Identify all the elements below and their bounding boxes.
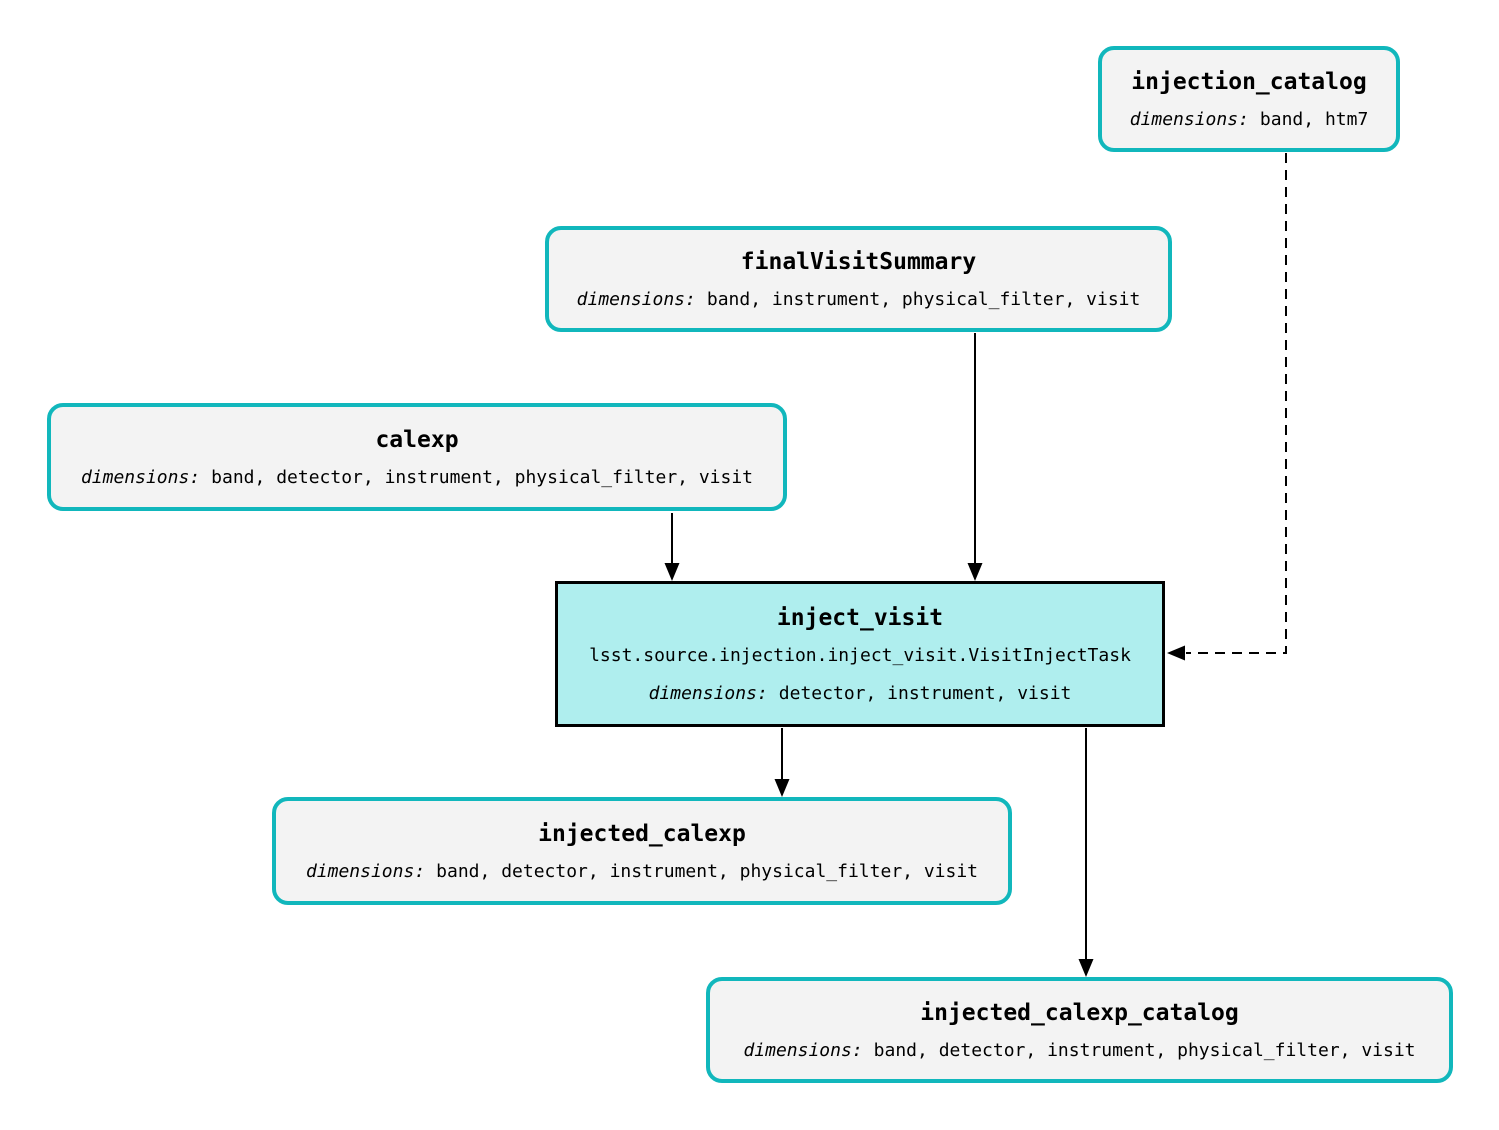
dimensions-label: dimensions: <box>80 467 201 488</box>
node-title: injected_calexp <box>538 821 746 847</box>
dimensions-line: dimensions: band, instrument, physical_fi… <box>577 286 1141 314</box>
edge-calexp-to-inject-visit <box>664 513 680 581</box>
dataset-node-injected-calexp: injected_calexp dimensions: band, detecto… <box>272 797 1012 905</box>
arrowhead-icon <box>1167 645 1185 661</box>
dataset-node-injected-calexp-catalog: injected_calexp_catalog dimensions: band,… <box>706 977 1453 1083</box>
dimensions-value: detector, instrument, visit <box>778 683 1072 704</box>
dimensions-label: dimensions: <box>648 683 768 704</box>
dimensions-label: dimensions: <box>576 289 696 310</box>
dataset-node-finalvisitsummary: finalVisitSummary dimensions: band, instr… <box>545 226 1172 332</box>
dimensions-value: band, detector, instrument, physical_fil… <box>211 467 754 488</box>
task-node-inject-visit: inject_visit lsst.source.injection.injec… <box>555 581 1165 727</box>
node-title: inject_visit <box>776 605 944 631</box>
node-title: injected_calexp_catalog <box>920 1000 1239 1026</box>
dimensions-line: dimensions: band, detector, instrument, p… <box>306 858 978 886</box>
task-class: lsst.source.injection.inject_visit.Visit… <box>589 645 1131 666</box>
arrowhead-icon <box>774 779 790 797</box>
arrowhead-icon <box>967 563 983 581</box>
dataset-node-calexp: calexp dimensions: band, detector, instru… <box>47 403 787 511</box>
dimensions-label: dimensions: <box>1129 109 1249 130</box>
edge-inject-visit-to-injected-calexp-catalog <box>1078 728 1094 977</box>
node-title: finalVisitSummary <box>740 249 977 275</box>
dimensions-value: band, htm7 <box>1259 109 1369 130</box>
dimensions-line: dimensions: band, detector, instrument, p… <box>81 464 753 492</box>
dimensions-value: band, detector, instrument, physical_fil… <box>873 1040 1416 1061</box>
dimensions-line: dimensions: band, detector, instrument, p… <box>743 1037 1415 1065</box>
dataset-node-injection-catalog: injection_catalog dimensions: band, htm7 <box>1098 46 1400 152</box>
dimensions-label: dimensions: <box>743 1040 863 1061</box>
dimensions-label: dimensions: <box>305 861 426 882</box>
node-title: calexp <box>375 427 459 453</box>
dimensions-line: dimensions: detector, instrument, visit <box>649 680 1072 708</box>
dimensions-value: band, instrument, physical_filter, visit <box>706 289 1141 310</box>
edge-inject-visit-to-injected-calexp <box>774 728 790 797</box>
arrowhead-icon <box>1078 959 1094 977</box>
dimensions-line: dimensions: band, htm7 <box>1130 106 1369 134</box>
dimensions-value: band, detector, instrument, physical_fil… <box>436 861 979 882</box>
node-title: injection_catalog <box>1131 69 1367 95</box>
arrowhead-icon <box>664 563 680 581</box>
edge-injection-catalog-to-inject-visit <box>1167 153 1287 661</box>
edge-finalvisitsummary-to-inject-visit <box>967 333 983 581</box>
